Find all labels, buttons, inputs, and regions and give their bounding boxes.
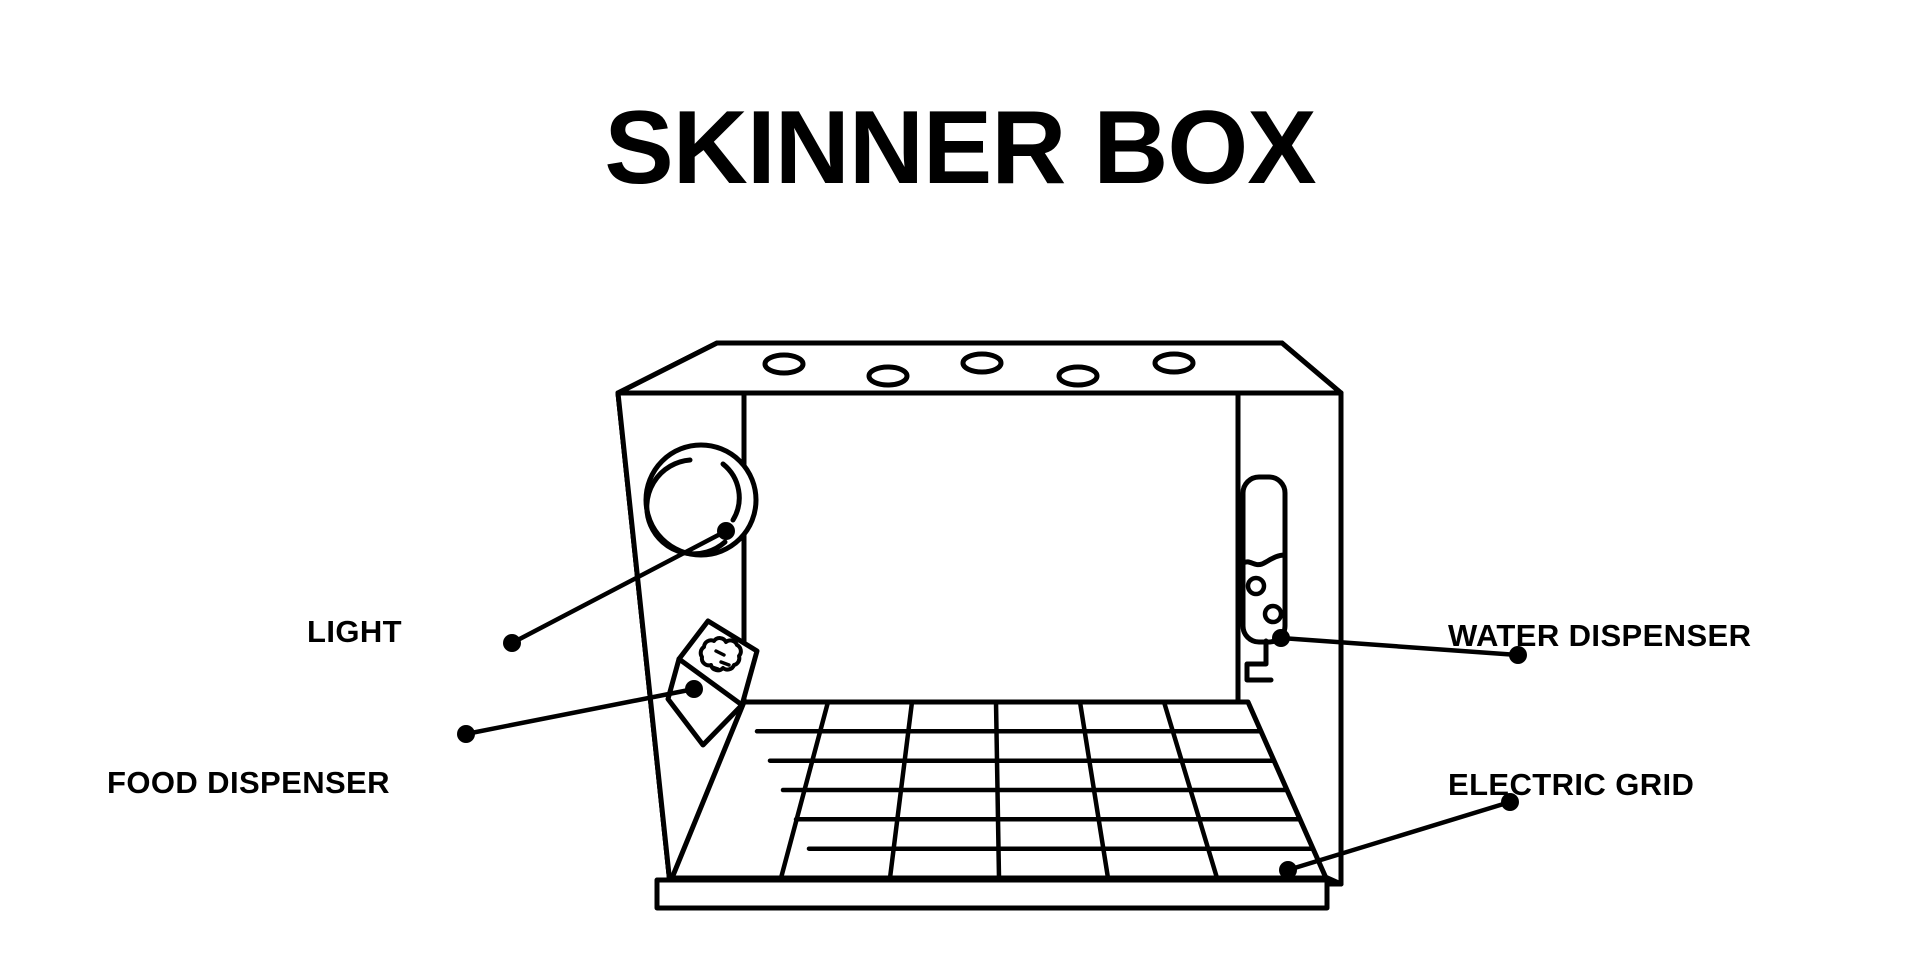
label-water-dispenser: WATER DISPENSER xyxy=(1448,618,1751,653)
light-fixture[interactable] xyxy=(643,442,759,558)
leader-food-dispenser xyxy=(457,680,703,743)
leader-dot xyxy=(457,725,475,743)
food-dispenser-chute[interactable] xyxy=(665,618,760,748)
leader-lines-group xyxy=(457,522,1527,879)
grid-column-line xyxy=(1077,699,1111,881)
labels-group: LIGHT FOOD DISPENSER WATER DISPENSER ELE… xyxy=(107,614,1751,802)
grid-column-line xyxy=(993,699,1002,881)
leader-light xyxy=(503,522,735,652)
water-spout-tube xyxy=(1244,638,1274,683)
ventilation-hole xyxy=(960,351,1004,375)
leader-line xyxy=(1285,799,1513,873)
ventilation-hole xyxy=(1152,351,1196,375)
water-bubble xyxy=(1245,575,1267,597)
leader-dot xyxy=(685,680,703,698)
grid-column-line xyxy=(887,699,915,881)
label-electric-grid: ELECTRIC GRID xyxy=(1448,767,1694,802)
leader-line xyxy=(1278,635,1521,658)
water-dispenser-bottle[interactable] xyxy=(1240,474,1288,683)
water-level-line xyxy=(1240,552,1288,568)
food-dispenser-divider xyxy=(676,656,745,708)
grid-column-line xyxy=(778,699,831,881)
light-highlight-arc xyxy=(720,461,742,523)
box-base-strip xyxy=(654,877,1330,911)
label-food-dispenser: FOOD DISPENSER xyxy=(107,765,390,800)
grid-column-line xyxy=(1161,699,1220,881)
leader-dot xyxy=(1279,861,1297,879)
ventilation-hole xyxy=(866,364,910,388)
ventilation-holes-group xyxy=(762,351,1196,388)
page-title: SKINNER BOX xyxy=(604,90,1316,206)
leader-dot xyxy=(503,634,521,652)
leader-dot xyxy=(1272,629,1290,647)
leader-electric-grid xyxy=(1279,793,1519,879)
grid-columns xyxy=(778,699,1220,881)
label-light: LIGHT xyxy=(307,614,402,649)
leader-water-dispenser xyxy=(1272,629,1527,664)
electric-grid-floor xyxy=(669,699,1329,881)
leader-dot xyxy=(1509,646,1527,664)
leader-dot xyxy=(1501,793,1519,811)
food-pellet-detail xyxy=(710,649,731,671)
water-bubble xyxy=(1262,603,1284,625)
ventilation-hole xyxy=(762,352,806,376)
leader-dot xyxy=(717,522,735,540)
leader-line xyxy=(509,528,729,646)
ventilation-hole xyxy=(1056,364,1100,388)
leader-line xyxy=(463,686,697,737)
light-inner-arc xyxy=(644,457,728,557)
